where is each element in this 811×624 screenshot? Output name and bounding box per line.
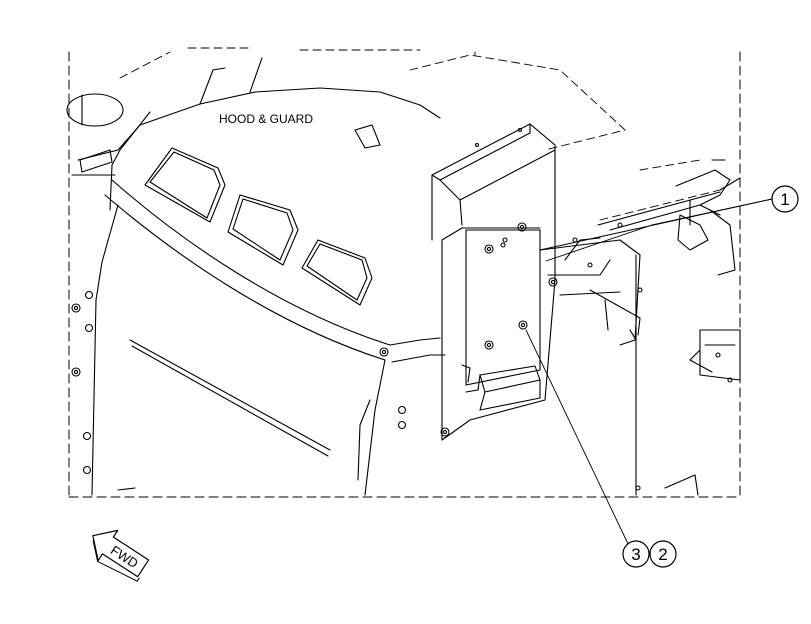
hood-window-1 [144, 147, 226, 223]
callout-3: 3 [622, 540, 650, 568]
callout-2: 2 [649, 540, 677, 568]
hood-body [66, 57, 446, 496]
forward-arrow-icon: FWD [92, 529, 150, 582]
callout-3-label: 3 [631, 545, 640, 564]
hood-window-3 [301, 239, 373, 306]
hood-guard-label: HOOD & GUARD [219, 112, 313, 126]
right-structure [117, 159, 741, 496]
left-fasteners [71, 290, 407, 475]
background-panels [119, 47, 721, 221]
callout-2-label: 2 [658, 545, 667, 564]
bracket-bolts [484, 222, 528, 350]
frame-boundary [68, 51, 741, 498]
callout-1-label: 1 [780, 190, 789, 209]
leader-lines [525, 198, 773, 547]
hood-window-2 [227, 194, 299, 266]
callout-1: 1 [771, 185, 799, 213]
guard-bracket [431, 123, 556, 441]
